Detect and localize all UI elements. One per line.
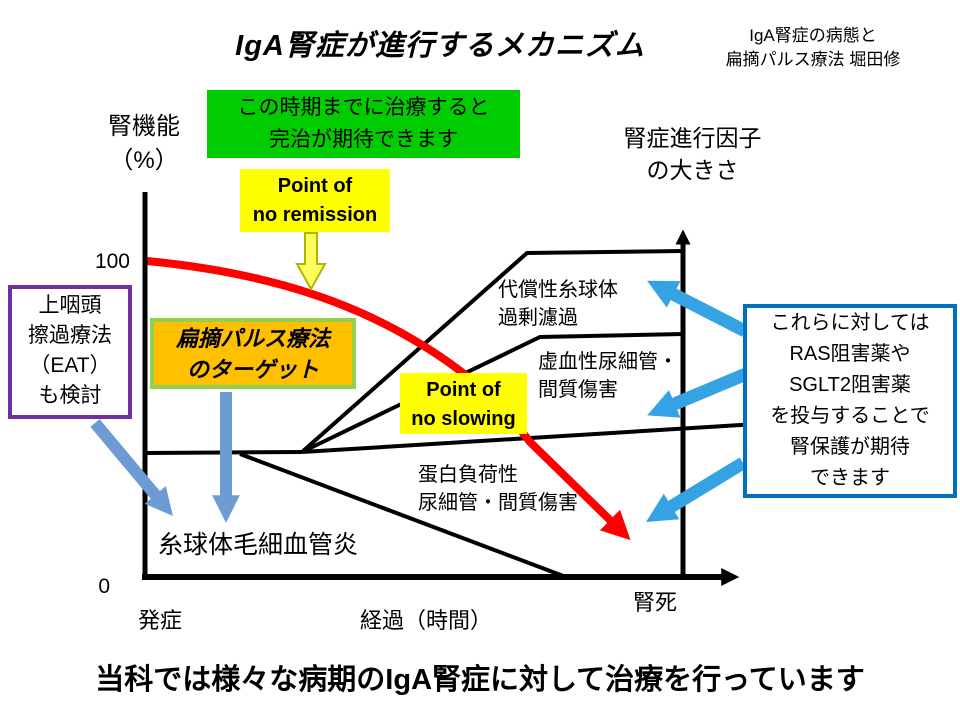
ras-line-3: SGLT2阻害薬 xyxy=(789,374,911,396)
eat-line-3: （EAT） xyxy=(29,354,111,377)
ras-arrow-top xyxy=(647,280,748,337)
ras-line-6: できます xyxy=(810,467,890,489)
ras-line-2: RAS阻害薬や xyxy=(789,343,911,365)
ras-line-1: これらに対しては xyxy=(770,312,930,334)
label-hyperfiltration-line-1: 代償性糸球体 xyxy=(498,279,618,301)
no-remission-line-2: no remission xyxy=(252,204,378,226)
no-slowing-line-2: no slowing xyxy=(411,408,516,430)
ras-arrow-bottom xyxy=(646,457,747,522)
no-remission-pointer-arrow xyxy=(295,232,327,292)
eat-line-4: も検討 xyxy=(38,384,102,407)
treat-early-line-2: 完治が期待できます xyxy=(269,128,458,151)
tonsillectomy-target-callout: 扁摘パルス療法 のターゲット xyxy=(150,318,356,389)
ras-line-5: 腎保護が期待 xyxy=(790,436,910,458)
credit-line-1: IgA腎症の病態と xyxy=(749,26,877,45)
x-axis-label-renal-death: 腎死 xyxy=(633,590,678,615)
label-ischemic-line-2: 間質傷害 xyxy=(538,379,618,401)
ras-arrow-middle xyxy=(647,368,749,418)
eat-therapy-callout: 上咽頭 擦過療法 （EAT） も検討 xyxy=(8,285,132,419)
label-protein-load-injury: 蛋白負荷性 尿細管・間質傷害 xyxy=(418,461,578,517)
target-line-1: 扁摘パルス療法 xyxy=(175,326,330,351)
footer-message: 当科では様々な病期のIgA腎症に対して治療を行っています xyxy=(95,664,865,696)
y-axis-title-line-2: （%） xyxy=(109,147,179,174)
credit-text: IgA腎症の病態と 扁摘パルス療法 堀田修 xyxy=(668,24,958,72)
y-axis-title: 腎機能 （%） xyxy=(88,110,200,178)
eat-line-1: 上咽頭 xyxy=(38,294,102,317)
page-title: IgA腎症が進行するメカニズム xyxy=(235,30,645,62)
label-ischemic-line-1: 虚血性尿細管・ xyxy=(538,351,678,373)
label-protein-line-1: 蛋白負荷性 xyxy=(418,464,518,486)
no-remission-line-1: Point of xyxy=(277,175,353,197)
label-ischemic-injury: 虚血性尿細管・ 間質傷害 xyxy=(538,348,678,404)
eat-line-2: 擦過療法 xyxy=(28,324,112,347)
y-axis-title-line-1: 腎機能 xyxy=(108,113,180,140)
label-glomerular-capillaritis: 糸球体毛細血管炎 xyxy=(158,531,359,559)
ischemic-injury-line xyxy=(301,332,684,454)
label-hyperfiltration-line-2: 過剰濾過 xyxy=(498,307,578,329)
y-axis-max-label: 100 xyxy=(94,250,130,273)
x-axis-label-time: 経過（時間） xyxy=(360,608,493,633)
no-slowing-line-1: Point of xyxy=(426,379,501,401)
protein-load-line xyxy=(239,452,567,579)
right-axis-title-line-2: の大きさ xyxy=(646,157,739,183)
credit-line-2: 扁摘パルス療法 堀田修 xyxy=(725,50,901,69)
x-axis-label-onset: 発症 xyxy=(138,608,183,633)
ras-sglt2-callout: これらに対しては RAS阻害薬や SGLT2阻害薬 を投与することで 腎保護が期… xyxy=(743,304,957,498)
point-of-no-remission-callout: Point of no remission xyxy=(240,169,390,232)
hyperfiltration-line xyxy=(300,249,684,454)
right-axis-title: 腎症進行因子 の大きさ xyxy=(595,122,790,186)
label-protein-line-2: 尿細管・間質傷害 xyxy=(418,492,578,514)
point-of-no-slowing-callout: Point of no slowing xyxy=(400,373,527,434)
right-axis-title-line-1: 腎症進行因子 xyxy=(623,125,762,151)
label-hyperfiltration: 代償性糸球体 過剰濾過 xyxy=(498,276,618,332)
target-line-2: のターゲット xyxy=(186,357,319,382)
eat-pointer-arrow xyxy=(90,419,173,517)
treat-early-line-1: この時期までに治療すると xyxy=(237,96,490,119)
treat-early-callout: この時期までに治療すると 完治が期待できます xyxy=(207,90,520,158)
ras-line-4: を投与することで xyxy=(770,405,930,427)
y-axis-min-label: 0 xyxy=(98,575,110,598)
